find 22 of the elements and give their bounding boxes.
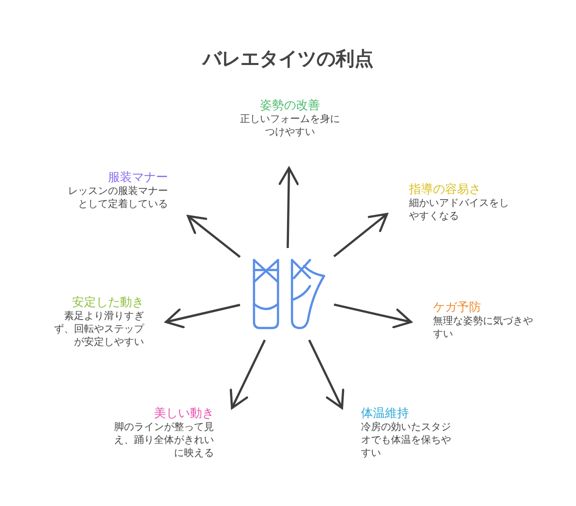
benefit-heading: 安定した動き	[71, 295, 144, 310]
benefit-description: レッスンの服装マナーとして定着している	[68, 185, 168, 211]
benefit-heading: 服装マナー	[107, 170, 168, 185]
arrow	[164, 304, 240, 328]
benefit-description: 無理な姿勢に気づきやすい	[433, 315, 533, 341]
arrow	[308, 340, 344, 410]
benefit-heading: 体温維持	[361, 406, 410, 421]
benefit-description: 素足より滑りすぎず、回転やステップが安定しやすい	[54, 310, 144, 349]
benefit-description: 脚のラインが整って見え、踊り全体がきれいに映える	[114, 421, 214, 460]
benefit-heading: 指導の容易さ	[409, 182, 482, 197]
benefit-heading: 美しい動き	[153, 406, 214, 421]
arrow	[230, 340, 266, 410]
title: バレエタイツの利点	[200, 47, 374, 72]
benefit-description: 冷房の効いたスタジオでも体温を保ちやすい	[361, 421, 452, 460]
benefit-description: 正しいフォームを身につけやすい	[240, 113, 340, 139]
benefit-heading: ケガ予防	[433, 300, 482, 315]
arrow	[333, 212, 388, 258]
arrow	[186, 214, 241, 258]
arrow	[334, 304, 412, 328]
benefit-heading: 姿勢の改善	[259, 98, 321, 113]
arrow	[278, 166, 299, 248]
benefit-description: 細かいアドバイスをしやすくなる	[409, 197, 509, 223]
